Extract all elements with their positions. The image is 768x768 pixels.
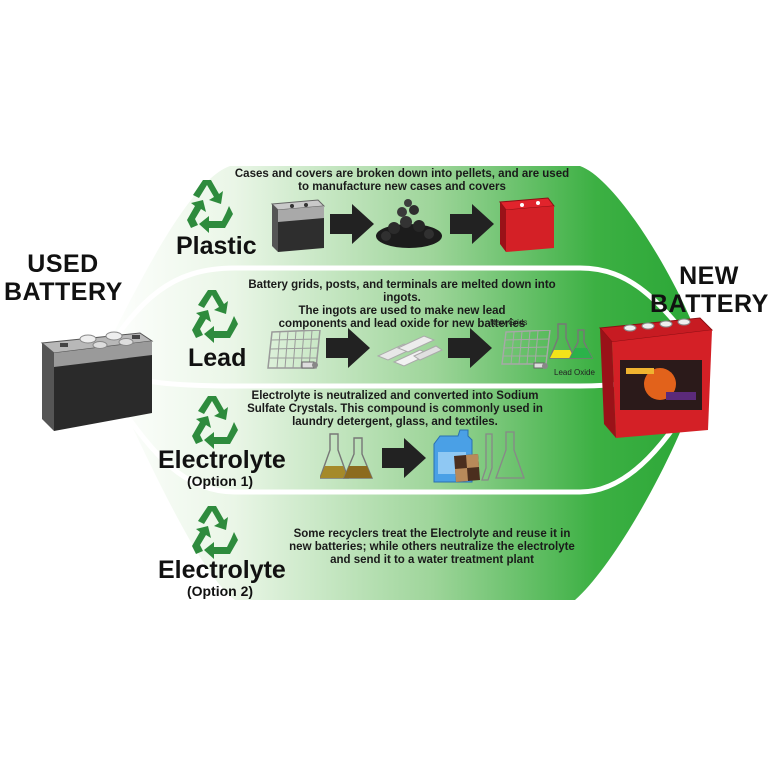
- new-battery-icon: [598, 317, 714, 438]
- row-label-lead: Lead: [188, 344, 247, 372]
- row-desc-electrolyte-2: Some recyclers treat the Electrolyte and…: [289, 528, 575, 566]
- used-battery-icon: [40, 331, 154, 431]
- glassware-icon: [481, 431, 525, 481]
- recycle-icon: [192, 506, 238, 559]
- arrow-right-icon: [382, 438, 426, 478]
- new-battery-title: NEW BATTERY: [650, 262, 768, 318]
- row-label-plastic: Plastic: [176, 232, 257, 260]
- new-grids-label: New Grids: [490, 318, 528, 327]
- arrow-right-icon: [448, 328, 492, 368]
- flask-icon: [548, 323, 594, 359]
- flask-icon: [320, 433, 374, 479]
- recycle-icon: [187, 180, 233, 233]
- row-label-electrolyte-1: Electrolyte: [158, 446, 286, 474]
- lead-oxide-label: Lead Oxide: [554, 368, 595, 377]
- row-label-electrolyte-2: Electrolyte: [158, 556, 286, 584]
- used-battery-title-line2: BATTERY: [4, 278, 123, 306]
- row-option-electrolyte-1: (Option 1): [186, 473, 254, 489]
- recycle-icon: [192, 396, 238, 449]
- row-desc-plastic: Cases and covers are broken down into pe…: [234, 168, 570, 193]
- row-desc-electrolyte-1: Electrolyte is neutralized and converted…: [247, 390, 543, 428]
- arrow-right-icon: [326, 328, 370, 368]
- used-battery-title: USED BATTERY: [4, 250, 122, 306]
- detergent-icon: [433, 429, 480, 483]
- terminal-icon: [533, 362, 548, 369]
- new-battery-title-line2: BATTERY: [650, 290, 768, 318]
- arrow-right-icon: [450, 204, 494, 244]
- arrow-right-icon: [330, 204, 374, 244]
- used-battery-title-line1: USED: [27, 250, 99, 278]
- battery-case-icon: [499, 197, 555, 252]
- row-desc-lead: Battery grids, posts, and terminals are …: [248, 279, 556, 330]
- new-battery-title-line1: NEW: [679, 262, 739, 290]
- ingots-icon: [376, 335, 444, 367]
- pellets-icon: [376, 199, 442, 248]
- battery-icon: [270, 199, 326, 252]
- row-option-electrolyte-2: (Option 2): [186, 583, 254, 599]
- terminal-icon: [301, 361, 318, 369]
